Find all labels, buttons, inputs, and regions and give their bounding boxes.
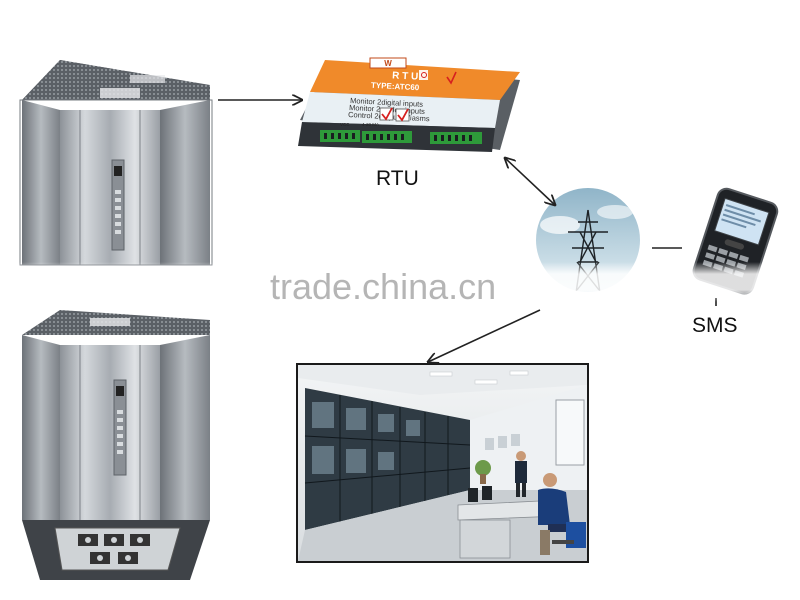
rtu-model-title: R T U: [392, 70, 419, 82]
elevator-back-wall: [60, 110, 160, 265]
sms-label: SMS: [692, 314, 738, 338]
watermark: trade.china.cn: [270, 266, 496, 308]
elevator-back-wall-lower: [60, 345, 160, 520]
rtu-port-label-ma: 4-20 MA: [362, 122, 379, 127]
rtu-brand-mark: W: [384, 59, 392, 68]
elevator-top: [20, 60, 212, 265]
arrow-rtu-tower: [505, 158, 555, 205]
control-room: [297, 364, 588, 562]
elevator-left-wall: [22, 100, 60, 265]
elevator-bottom: [22, 310, 210, 580]
rtu-label: RTU: [376, 167, 419, 191]
arrow-tower-to-control-room: [428, 310, 540, 362]
rtu-port-label-vcc: VCC: [340, 122, 350, 127]
rtu-device: W R T U TYPE:ATC60 Monitor 2digital inpu…: [298, 58, 520, 152]
